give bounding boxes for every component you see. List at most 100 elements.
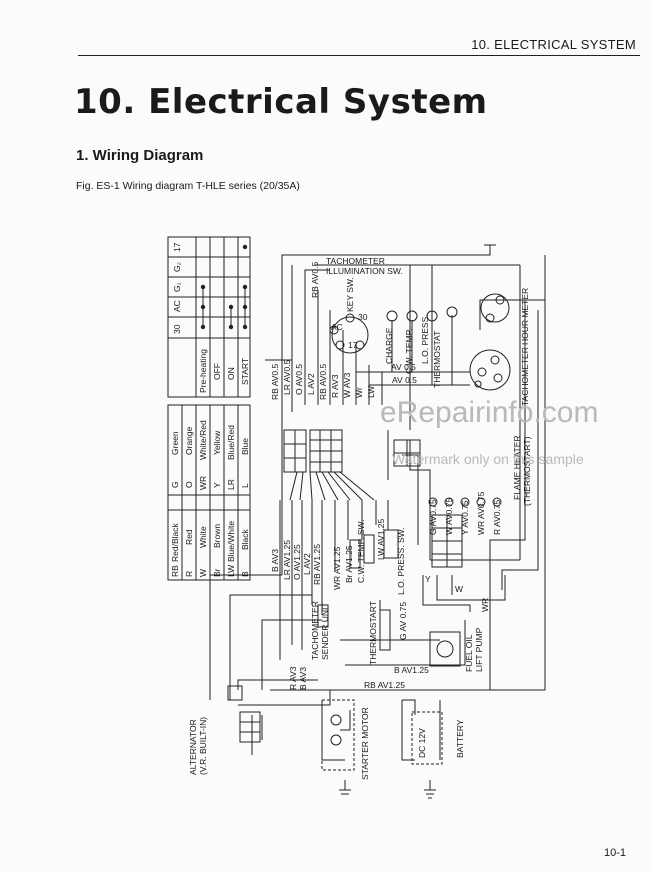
label-flame-heater: FLAME HEATER: [512, 435, 522, 500]
label-b-av125: B AV1.25: [394, 665, 429, 675]
starter-frame: [321, 699, 355, 771]
legend-name-5: Black: [240, 528, 250, 550]
legend-code-7: O: [184, 481, 194, 488]
wire-right-0: G AV0.75: [428, 499, 438, 535]
switch-col-g2: G₂: [172, 262, 182, 272]
label-hour-meter: HOUR METER: [520, 288, 530, 345]
label-starter: STARTER MOTOR: [360, 707, 370, 780]
label-cw-temp: C.W. TEMP.: [404, 328, 414, 374]
label-tacho-illum-2: ILLUMINATION SW.: [326, 266, 403, 276]
legend-code-3: Br: [212, 568, 222, 577]
label-thermostat: THERMOSTAT: [432, 331, 442, 388]
watermark-sample: Watermark only on this sample: [392, 451, 584, 467]
label-tachometer: TACHOMETER: [520, 347, 530, 406]
switch-col-30: 30: [172, 324, 182, 334]
legend-name-6: Green: [170, 431, 180, 455]
wire-top-8: LW: [366, 386, 376, 398]
press-switch: [383, 529, 399, 559]
label-charge: CHARGE: [384, 327, 394, 364]
wire-right-2: Y AV0.75: [460, 500, 470, 535]
wire-top-5: R AV3: [330, 374, 340, 398]
switch-col-17: 17: [172, 242, 182, 252]
color-legend-table: RB Red/Black R Red W White Br Brown LW B…: [167, 404, 251, 581]
label-av05b: AV 0.5: [392, 375, 417, 385]
wire-top-3: L AV2: [306, 373, 316, 395]
legend-name-10: Blue/Red: [226, 425, 236, 460]
legend-code-4: LW: [226, 565, 236, 577]
harness-lines: [209, 244, 546, 799]
temp-switch: [349, 534, 375, 569]
legend-code-5: B: [240, 571, 250, 577]
label-17: 17: [348, 340, 358, 350]
figure-caption: Fig. ES-1 Wiring diagram T-HLE series (2…: [76, 180, 300, 192]
thermostart-connector: [393, 439, 463, 568]
hour-meter: [480, 293, 510, 323]
starter-block: [330, 714, 342, 746]
wire-left-1: LR AV1.25: [282, 540, 292, 580]
switch-row-off: OFF: [212, 363, 222, 380]
legend-code-2: W: [198, 569, 208, 577]
legend-name-0: Red/Black: [170, 523, 180, 562]
indicator-lamps: [386, 306, 458, 322]
label-lw-av125: LW AV1.25: [376, 518, 386, 560]
label-ac: AC: [331, 322, 343, 332]
gauge-pin-circles: [428, 497, 502, 507]
label-dc12v: DC 12V: [417, 728, 427, 758]
legend-code-9: Y: [212, 482, 222, 488]
wire-top-7: Wr: [354, 387, 364, 398]
wire-left-2: O AV1.25: [292, 544, 302, 580]
label-rb-av05-top: RB AV0.5: [310, 262, 320, 298]
wire-left-0: B AV3: [270, 549, 280, 572]
label-tacho-illum-1: TACHOMETER: [326, 256, 385, 266]
tachometer-gauge: [469, 349, 511, 391]
tacho-sender: [317, 604, 329, 628]
thermostart-element: [379, 609, 391, 651]
battery-block: [411, 711, 443, 765]
wire-top-1: LR AV0.5: [282, 359, 292, 395]
label-tacho-sender-1: TACHOMETER: [310, 601, 320, 660]
switch-col-g1: G₁: [172, 282, 182, 292]
legend-name-4: Blue/White: [226, 521, 236, 562]
label-key-sw: KEY SW.: [345, 277, 355, 312]
wire-right-3: WR AV0.75: [476, 491, 486, 535]
legend-name-11: Blue: [240, 438, 250, 455]
switch-row-preheat: Pre-heating: [198, 349, 208, 393]
label-fuel-pump-1: FUEL OIL: [464, 634, 474, 672]
label-cw-temp-sw: C.W. TEMP. SW.: [356, 520, 366, 583]
label-w: W: [455, 584, 463, 594]
switch-col-ac: AC: [172, 300, 182, 312]
legend-code-10: LR: [226, 479, 236, 490]
label-av05a: AV 0.5: [391, 362, 416, 372]
label-b-av3-low: B AV3: [298, 667, 308, 690]
watermark-site: eRepairinfo.com: [380, 396, 599, 429]
wire-top-4: RB AV0.5: [318, 364, 328, 400]
wire-left-3: L AV2: [302, 553, 312, 575]
label-rb-av125-low: RB AV1.25: [364, 680, 405, 690]
wire-right-1: W AV0.75: [444, 498, 454, 535]
label-fuel-pump-2: LIFT PUMP: [474, 627, 484, 672]
wire-top-6: W AV3: [342, 372, 352, 398]
legend-name-3: Brown: [212, 524, 222, 548]
legend-code-11: L: [240, 483, 250, 488]
label-flame-heater-2: (THERMOSTART): [522, 436, 532, 506]
legend-code-8: WR: [198, 476, 208, 490]
wire-top-2: O AV0.5: [294, 364, 304, 395]
label-g-av075: G AV 0.75: [398, 602, 408, 640]
header-rule: [78, 55, 640, 56]
label-r-av3: R AV3: [288, 666, 298, 690]
legend-code-1: R: [184, 571, 194, 577]
legend-code-0: RB: [170, 565, 180, 577]
fuel-pump: [429, 631, 461, 667]
label-lo-press: L.O. PRESS.: [420, 314, 430, 364]
label-wr-av125: WR AV1.25: [332, 546, 342, 590]
running-header: 10. ELECTRICAL SYSTEM: [471, 37, 636, 52]
label-30: 30: [358, 312, 368, 322]
legend-name-2: White: [198, 526, 208, 548]
switch-row-on: ON: [226, 367, 236, 380]
alternator-block: [227, 685, 261, 743]
label-wr: WR: [480, 598, 490, 612]
label-y: Y: [425, 574, 431, 584]
label-thermostart: THERMOSTART: [368, 601, 378, 665]
legend-name-1: Red: [184, 529, 194, 545]
